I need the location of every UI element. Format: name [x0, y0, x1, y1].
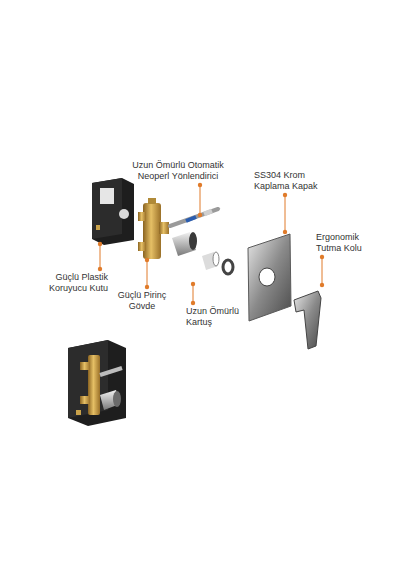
- leader-line: [285, 195, 286, 232]
- handle: [294, 291, 321, 349]
- leader-dot: [198, 213, 202, 217]
- part-label: SS304 Krom Kaplama Kapak: [254, 170, 322, 192]
- assembled-unit: [68, 340, 126, 426]
- part-label: Güçlü Pirinç Gövde: [112, 290, 172, 312]
- part-label: Ergonomik Tutma Kolu: [316, 232, 370, 254]
- brass-body: [138, 198, 169, 259]
- leader-dot: [191, 301, 195, 305]
- leader-dot: [320, 283, 324, 287]
- leader-dot: [98, 242, 102, 246]
- cover-plate: [248, 234, 291, 321]
- leader-dot: [283, 193, 287, 197]
- diverter: [170, 209, 218, 226]
- plastic-box: [92, 178, 134, 245]
- part-label: Uzun Ömürlü Otomatik Neoperl Yönlendiric…: [126, 160, 230, 182]
- leader-dot: [198, 183, 202, 187]
- cartridge: [172, 232, 233, 274]
- leader-dot: [98, 267, 102, 271]
- leader-dot: [283, 230, 287, 234]
- leader-line: [322, 257, 323, 285]
- leader-line: [100, 244, 101, 269]
- leader-dot: [320, 255, 324, 259]
- part-label: Güçlü Plastik Koruyucu Kutu: [40, 272, 108, 294]
- leader-line: [193, 284, 194, 303]
- leader-dot: [191, 282, 195, 286]
- leader-dot: [145, 258, 149, 262]
- part-label: Uzun Ömürlü Kartuş: [186, 306, 248, 328]
- leader-dot: [145, 285, 149, 289]
- leader-line: [147, 260, 148, 287]
- leader-line: [200, 185, 201, 215]
